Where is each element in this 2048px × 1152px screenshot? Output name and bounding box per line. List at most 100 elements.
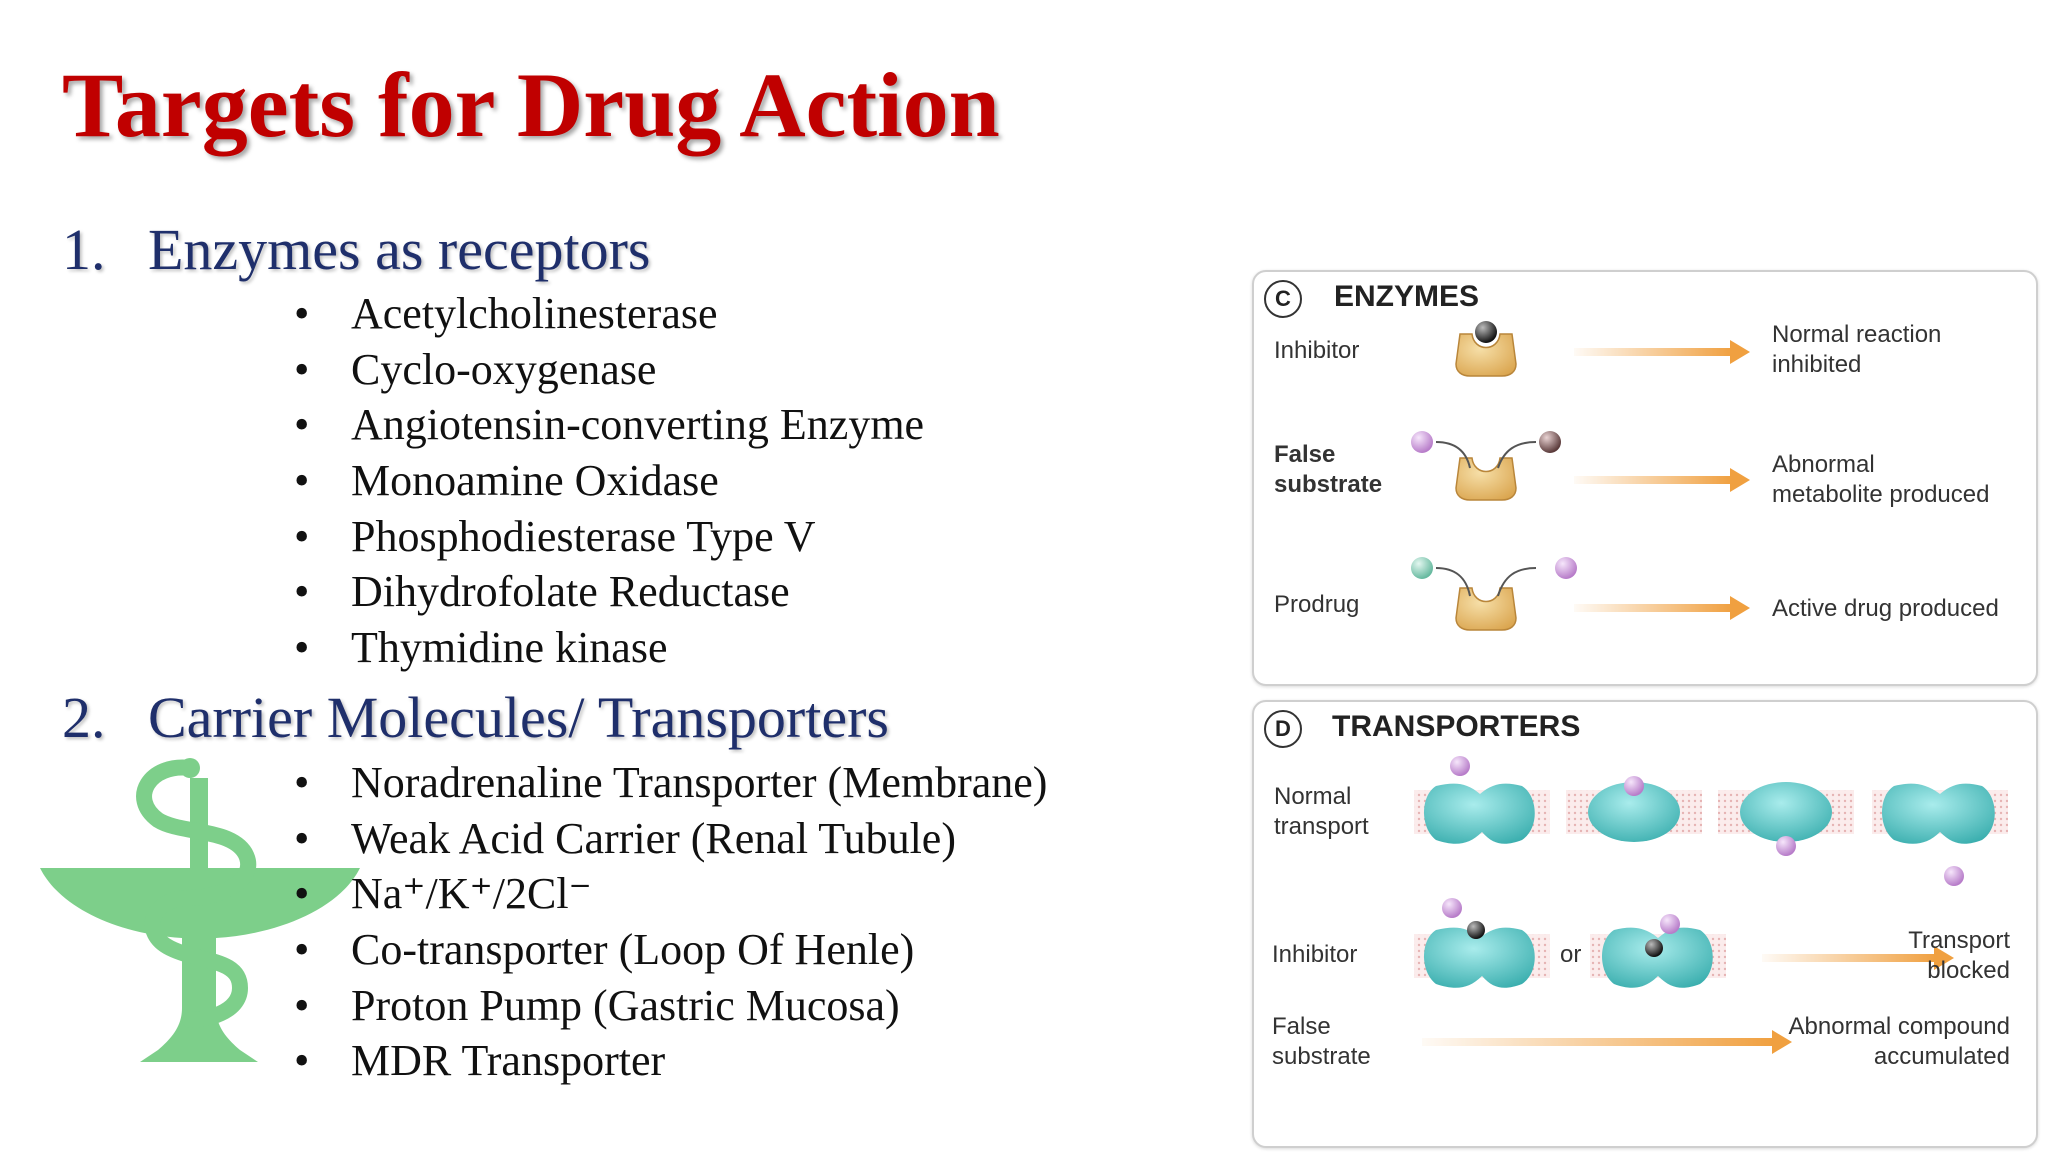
result-line: metabolite produced	[1772, 481, 1990, 508]
row-result: Normal reaction inhibited	[1772, 320, 1941, 380]
arrow-head	[1730, 596, 1750, 620]
label-line: substrate	[1274, 471, 1383, 498]
substrate-molecule	[1442, 898, 1462, 918]
substrate-molecule	[1450, 756, 1470, 776]
transporter-protein	[1740, 782, 1832, 842]
label-line: Normal	[1274, 783, 1352, 810]
transporter-protein	[1588, 782, 1680, 842]
transporter-protein	[1882, 783, 1995, 844]
substrate-molecule	[1776, 836, 1796, 856]
arrow	[1762, 954, 1936, 962]
bullet: •	[294, 456, 310, 506]
list-item-text: Co-transporter (Loop Of Henle)	[351, 925, 915, 975]
or-label: or	[1560, 941, 1582, 968]
inhibitor-molecule	[1645, 939, 1663, 957]
enzyme-list: •Acetylcholinesterase •Cyclo-oxygenase •…	[294, 286, 924, 676]
result-line: Abnormal compound	[1788, 1013, 2010, 1040]
row-result: Abnormal compound accumulated	[1774, 1012, 2010, 1072]
enzymes-diagram	[1411, 321, 1750, 631]
result-line: accumulated	[1873, 1043, 2010, 1070]
enzyme-shape	[1455, 457, 1517, 501]
transporter-list: • Noradrenaline Transporter (Membrane) • W…	[294, 755, 1047, 1089]
row-label: False substrate	[1274, 440, 1382, 500]
row-result: Abnormal metabolite produced	[1772, 450, 1989, 510]
section-enzymes-heading: 1. Enzymes as receptors	[62, 218, 650, 282]
list-item-text: Dihydrofolate Reductase	[351, 567, 790, 617]
label-line: False	[1274, 441, 1336, 468]
section-heading: Carrier Molecules/ Transporters	[148, 685, 889, 750]
substrate-molecule	[1944, 866, 1964, 886]
row-result: Active drug produced	[1772, 595, 1999, 622]
bullet: •	[294, 511, 310, 561]
transporters-diagram	[1414, 756, 2008, 1054]
list-item: • Monoamine Oxidase	[294, 453, 924, 509]
transporter-protein	[1424, 927, 1535, 988]
panel-label: TRANSPORTERS	[1332, 710, 1581, 743]
list-item: • Angiotensin-converting Enzyme	[294, 397, 924, 453]
result-line: Transport	[1908, 927, 2010, 954]
bullet: •	[294, 400, 310, 450]
enzymes-diagram-panel: C ENZYMES Inhibitor Normal reaction inhib…	[1252, 270, 2038, 686]
label-line: False	[1272, 1013, 1331, 1040]
list-item-text: Acetylcholinesterase	[351, 289, 718, 338]
list-item-text: Noradrenaline Transporter (Membrane)	[351, 758, 1048, 807]
arrow	[1574, 604, 1732, 612]
arrow-head	[1730, 340, 1750, 364]
result-line: Abnormal	[1772, 451, 1875, 478]
reaction-curve	[1497, 567, 1537, 597]
bullet: •	[294, 980, 310, 1030]
abnormal-metabolite	[1539, 431, 1561, 453]
result-line: blocked	[1927, 957, 2010, 984]
bullet: •	[294, 623, 310, 673]
bullet: •	[294, 813, 310, 863]
slide-title: Targets for Drug Action	[62, 54, 1000, 156]
arrow	[1574, 348, 1732, 356]
transporter-protein	[1602, 927, 1713, 988]
bullet: •	[294, 758, 310, 807]
arrow	[1574, 476, 1732, 484]
list-item-text: Monoamine Oxidase	[351, 456, 719, 506]
bullet: •	[294, 869, 310, 919]
label-line: transport	[1274, 813, 1369, 840]
list-item-text: Proton Pump (Gastric Mucosa)	[351, 980, 900, 1030]
list-item-text: Angiotensin-converting Enzyme	[351, 400, 925, 450]
list-item: •Cyclo-oxygenase	[294, 342, 924, 398]
enzyme-shape	[1455, 587, 1517, 631]
arrow-head	[1730, 468, 1750, 492]
section-heading: Enzymes as receptors	[148, 217, 651, 282]
bullet: •	[294, 344, 310, 394]
section-transporters-heading: 2.Carrier Molecules/ Transporters	[62, 686, 889, 750]
list-item-text: MDR Transporter	[351, 1036, 666, 1086]
row-label: False substrate	[1272, 1012, 1371, 1072]
list-item-text: Na⁺/K⁺/2Cl⁻	[351, 869, 592, 919]
substrate-molecule	[1660, 914, 1680, 934]
list-item: •Acetylcholinesterase	[294, 286, 924, 342]
list-item: • Proton Pump (Gastric Mucosa)	[294, 978, 1047, 1034]
reaction-curve	[1497, 441, 1537, 469]
list-item-text: Weak Acid Carrier (Renal Tubule)	[351, 813, 956, 863]
transporters-diagram-panel: D TRANSPORTERS Normal transport Inhibitor…	[1252, 700, 2038, 1148]
bullet: •	[294, 925, 310, 975]
reaction-curve	[1435, 441, 1471, 469]
panel-letter: C	[1264, 280, 1302, 318]
inhibitor-molecule	[1475, 321, 1497, 343]
arrow-head	[1772, 1030, 1792, 1054]
active-drug-molecule	[1555, 557, 1577, 579]
arrow	[1422, 1038, 1774, 1046]
list-item-text: Phosphodiesterase Type V	[351, 511, 816, 561]
inhibitor-molecule	[1467, 921, 1485, 939]
list-item: • Phosphodiesterase Type V	[294, 509, 924, 565]
result-line: Normal reaction	[1772, 321, 1942, 348]
substrate-molecule	[1411, 431, 1433, 453]
panel-label: ENZYMES	[1334, 280, 1480, 313]
row-label: Inhibitor	[1272, 941, 1358, 968]
row-label: Inhibitor	[1274, 337, 1360, 364]
bowl-of-hygieia-logo	[40, 758, 360, 1062]
section-number: 1.	[62, 217, 106, 282]
label-line: substrate	[1272, 1043, 1371, 1070]
panel-letter: D	[1264, 710, 1302, 748]
result-line: inhibited	[1772, 351, 1862, 378]
transporter-protein	[1424, 783, 1535, 844]
list-item: • Noradrenaline Transporter (Membrane)	[294, 755, 1047, 811]
list-item: •Dihydrofolate Reductase	[294, 564, 924, 620]
